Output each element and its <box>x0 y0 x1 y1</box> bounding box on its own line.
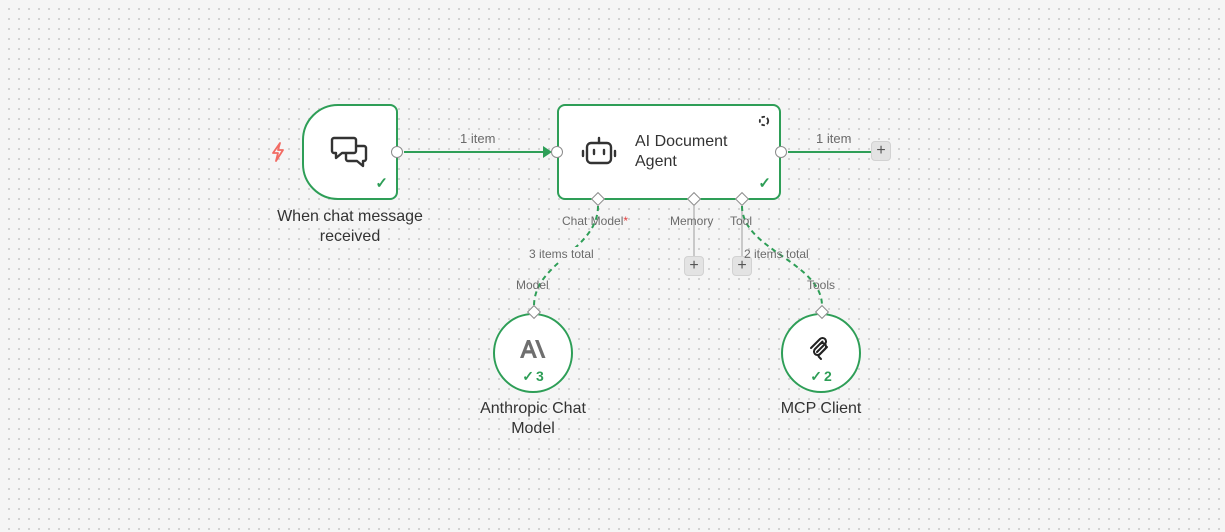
chat-model-port-label: Chat Model* <box>562 214 629 228</box>
edge-label-agent-output: 1 item <box>816 131 852 146</box>
ai-agent-node[interactable]: AI Document Agent ✓ <box>557 104 781 200</box>
mcp-logo-icon <box>808 336 834 362</box>
anthropic-logo-icon <box>518 338 548 360</box>
mcp-node-title: MCP Client <box>780 400 862 417</box>
run-count-badge: ✓2 <box>810 368 832 384</box>
edge-label-tool: 2 items total <box>744 247 809 261</box>
edge-label-trigger-agent: 1 item <box>460 131 496 146</box>
model-port-label: Model <box>516 278 549 292</box>
chat-bubbles-icon <box>330 132 370 172</box>
edge-tool[interactable] <box>741 205 823 307</box>
edge-chat-model[interactable] <box>533 205 599 307</box>
mcp-client-node[interactable]: ✓2 <box>781 313 861 393</box>
anthropic-chat-model-node[interactable]: ✓3 <box>493 313 573 393</box>
agent-input-port[interactable] <box>551 146 563 158</box>
trigger-output-port[interactable] <box>391 146 403 158</box>
success-check-icon: ✓ <box>758 175 771 192</box>
run-count-badge: ✓3 <box>522 368 544 384</box>
trigger-node[interactable]: ✓ <box>302 104 398 200</box>
robot-icon <box>581 134 617 170</box>
ai-agent-node-title: AI Document Agent <box>635 133 728 170</box>
lightning-icon <box>270 142 286 162</box>
add-memory-button[interactable]: + <box>684 256 704 276</box>
success-check-icon: ✓ <box>375 175 388 192</box>
tool-port-label: Tool <box>730 214 753 228</box>
edge-label-chat-model: 3 items total <box>528 247 595 261</box>
anthropic-node-title: Anthropic Chat Model <box>480 400 586 437</box>
edge-arrowhead <box>543 146 552 158</box>
success-check-icon: ✓ <box>522 368 534 384</box>
trigger-node-title: When chat message received <box>277 208 423 245</box>
add-next-node-button[interactable]: + <box>871 141 891 161</box>
add-tool-button[interactable]: + <box>732 256 752 276</box>
agent-output-port[interactable] <box>775 146 787 158</box>
success-check-icon: ✓ <box>810 368 822 384</box>
tools-port-label: Tools <box>807 278 836 292</box>
memory-port-label: Memory <box>670 214 714 228</box>
loading-ring-icon <box>758 115 770 127</box>
